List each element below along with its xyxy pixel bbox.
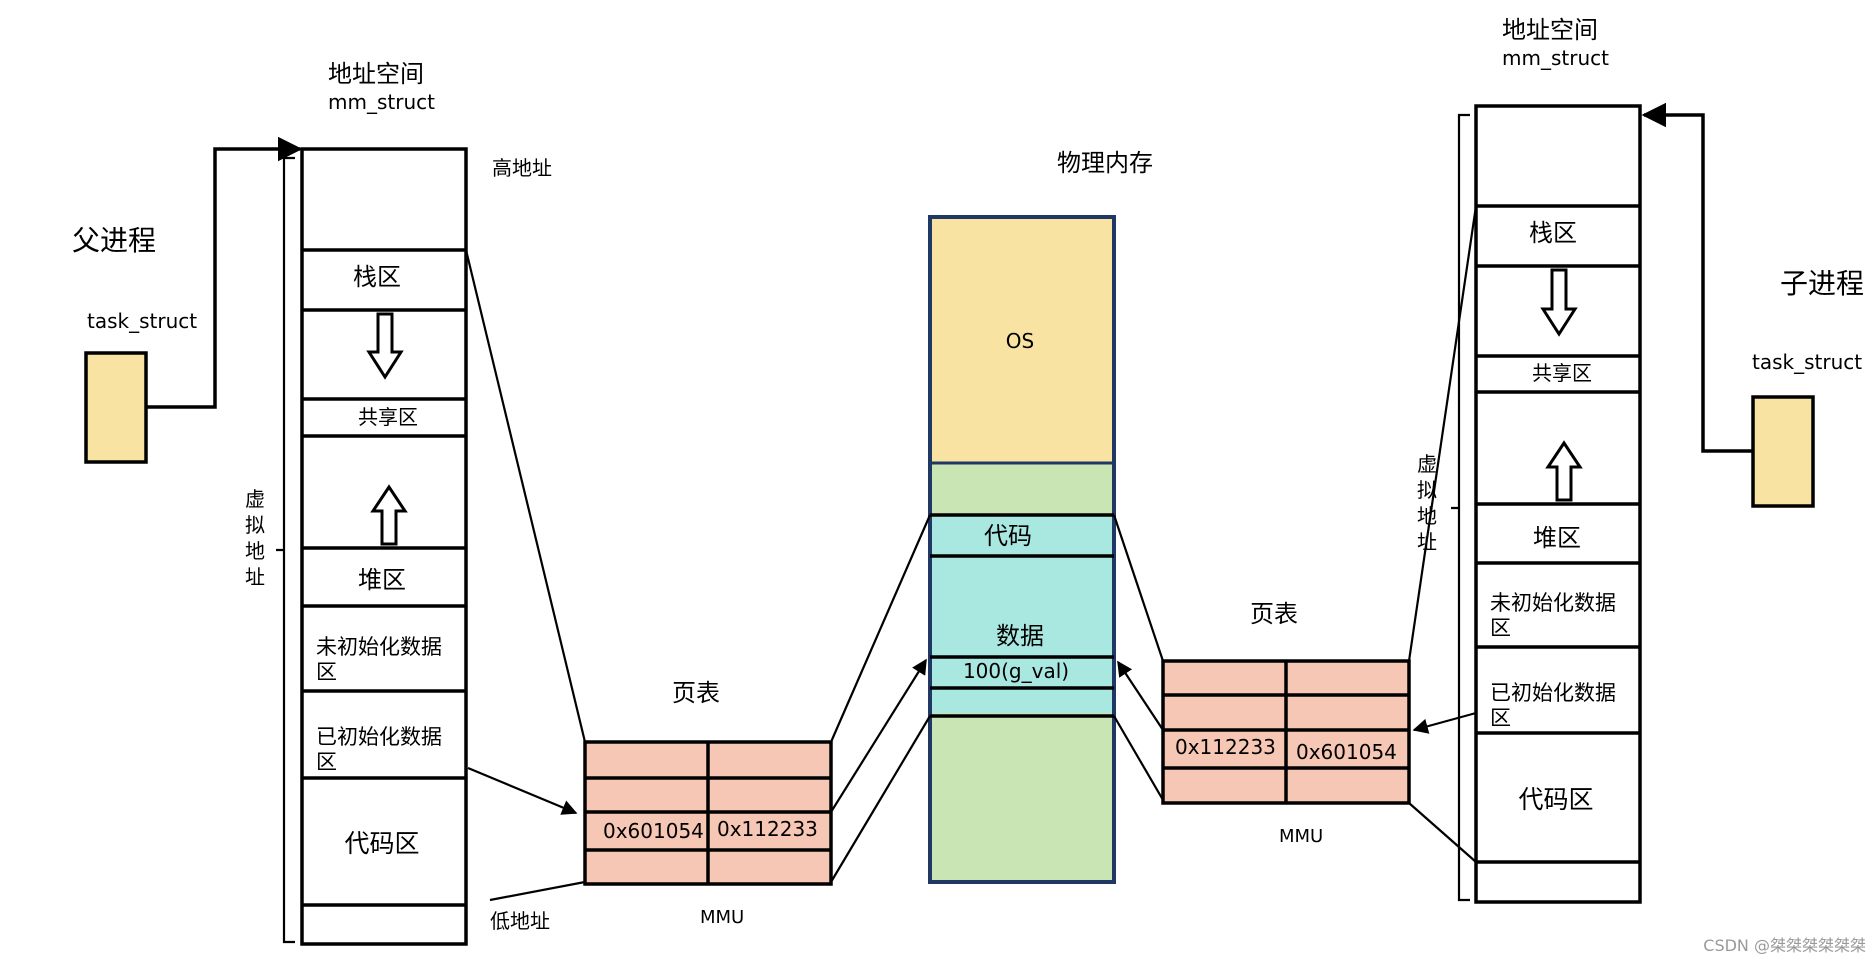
parent-heap-segment: 堆区 xyxy=(358,566,406,594)
child-page-table-to-code-line xyxy=(1112,514,1165,662)
parent-page-table-to-gval-arrow xyxy=(830,658,927,813)
parent-bottom-projection-line xyxy=(489,880,586,902)
child-stack-grow-down-icon xyxy=(1540,268,1578,337)
child-code-segment: 代码区 xyxy=(1518,785,1593,814)
child-task-to-mm-arrow xyxy=(1641,102,1753,453)
child-task-struct-box xyxy=(1751,395,1815,508)
parent-data-segment: 已初始化数据 xyxy=(316,725,442,749)
parent-low-addr-label: 低地址 xyxy=(490,909,550,933)
parent-page-table-physical-address: 0x112233 xyxy=(717,817,818,841)
child-page-table-to-gval-arrow xyxy=(1117,660,1164,731)
csdn-watermark: CSDN @桀桀桀桀桀桀 xyxy=(1703,936,1866,955)
parent-data-to-page-table-arrow xyxy=(467,766,578,815)
parent-page-table xyxy=(583,740,833,886)
parent-shared-segment: 共享区 xyxy=(358,405,418,429)
parent-high-addr-label: 高地址 xyxy=(492,156,552,180)
child-stack-segment: 栈区 xyxy=(1529,219,1577,247)
parent-task-struct-box xyxy=(84,351,148,464)
child-page-table xyxy=(1161,659,1411,805)
svg-text:虚: 虚 xyxy=(1417,452,1437,476)
child-heap-grow-up-icon xyxy=(1545,440,1583,502)
child-bss-segment-cont: 区 xyxy=(1490,616,1511,640)
parent-mmu-label: MMU xyxy=(700,907,744,928)
svg-text:址: 址 xyxy=(245,565,265,589)
child-top-projection-line xyxy=(1407,205,1478,662)
svg-text:拟: 拟 xyxy=(245,513,265,537)
parent-page-table-virtual-address: 0x601054 xyxy=(603,819,704,843)
child-addr-space-title: 地址空间 xyxy=(1502,16,1598,44)
child-page-table-bottom-line xyxy=(1113,715,1164,801)
child-bottom-projection-line xyxy=(1408,802,1477,863)
parent-task-to-mm-arrow xyxy=(146,136,303,409)
child-process-title: 子进程 xyxy=(1780,267,1864,300)
svg-text:虚: 虚 xyxy=(245,487,265,511)
physical-memory-title: 物理内存 xyxy=(1057,149,1153,177)
parent-address-space xyxy=(300,147,468,946)
child-data-to-page-table-arrow xyxy=(1412,711,1477,734)
child-address-space xyxy=(1474,104,1642,904)
parent-page-table-title: 页表 xyxy=(672,679,720,707)
child-page-table-title: 页表 xyxy=(1250,600,1298,628)
child-data-segment: 已初始化数据 xyxy=(1490,681,1616,705)
child-data-segment-cont: 区 xyxy=(1490,706,1511,730)
physical-memory xyxy=(928,215,1116,884)
parent-virtual-address-label: 虚 拟 地 址 xyxy=(245,487,265,589)
parent-top-projection-line xyxy=(464,249,587,743)
parent-process-title: 父进程 xyxy=(72,224,156,257)
child-virtual-address-label: 虚 拟 地 址 xyxy=(1417,452,1437,554)
physical-os-region: OS xyxy=(1006,329,1034,353)
parent-bss-segment: 未初始化数据 xyxy=(316,635,442,659)
child-mmu-label: MMU xyxy=(1279,826,1323,847)
svg-text:地: 地 xyxy=(1417,504,1437,528)
parent-page-table-to-code-line xyxy=(829,514,932,743)
physical-code-region: 代码 xyxy=(984,522,1032,550)
child-task-struct-label: task_struct xyxy=(1752,350,1862,374)
physical-data-region: 数据 xyxy=(996,622,1044,650)
child-bss-segment: 未初始化数据 xyxy=(1490,591,1616,615)
child-virtual-address-bracket xyxy=(1451,113,1470,902)
parent-virtual-address-bracket xyxy=(276,156,295,944)
parent-addr-space-title: 地址空间 xyxy=(328,60,424,88)
physical-gval-region: 100(g_val) xyxy=(963,659,1069,683)
parent-stack-grow-down-icon xyxy=(366,312,404,380)
parent-stack-segment: 栈区 xyxy=(353,263,401,291)
parent-heap-grow-up-icon xyxy=(370,484,408,546)
parent-bss-segment-cont: 区 xyxy=(316,660,337,684)
child-mm-struct-label: mm_struct xyxy=(1502,46,1609,70)
child-shared-segment: 共享区 xyxy=(1532,361,1592,385)
child-page-table-virtual-address: 0x601054 xyxy=(1296,740,1397,764)
child-heap-segment: 堆区 xyxy=(1533,524,1581,552)
parent-page-table-bottom-line xyxy=(830,715,931,883)
child-page-table-physical-address: 0x112233 xyxy=(1175,735,1276,759)
parent-mm-struct-label: mm_struct xyxy=(328,90,435,114)
parent-data-segment-cont: 区 xyxy=(316,750,337,774)
svg-text:地: 地 xyxy=(245,539,265,563)
parent-code-segment: 代码区 xyxy=(344,829,419,858)
svg-text:拟: 拟 xyxy=(1417,478,1437,502)
parent-task-struct-label: task_struct xyxy=(87,309,197,333)
